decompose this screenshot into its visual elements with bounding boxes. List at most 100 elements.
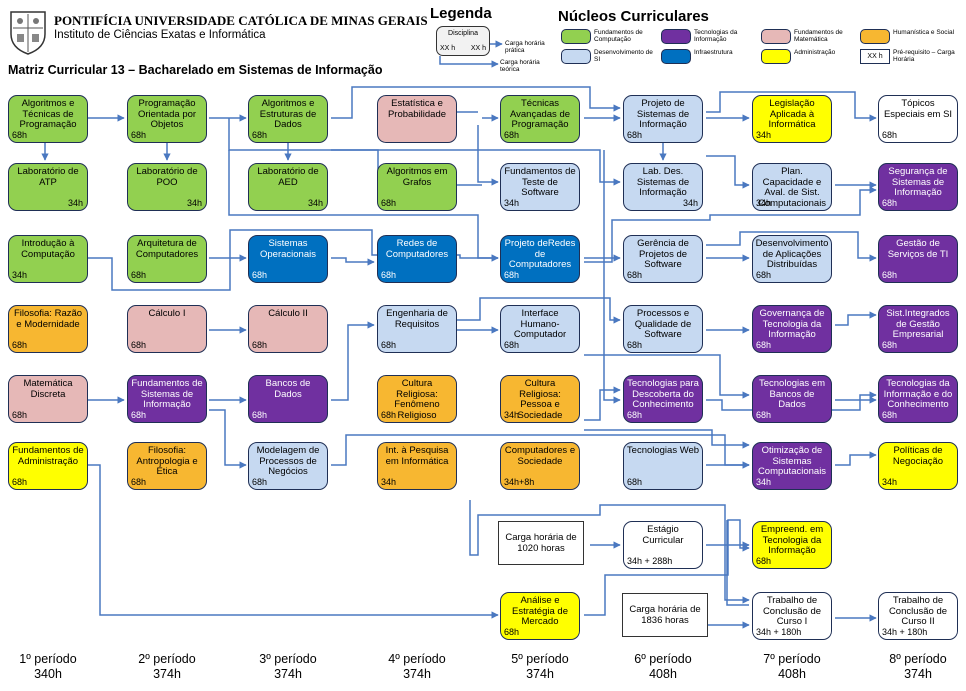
course-title: Redes de Computadores — [385, 238, 449, 260]
course-hours: 68h — [756, 269, 772, 280]
course-hours: 68h — [756, 555, 772, 566]
note-1836-hours: Carga horária de 1836 horas — [622, 593, 708, 637]
course-title: Governança de Tecnologia da Informação — [759, 308, 825, 340]
course-hours: 68h — [756, 409, 772, 420]
course-title: Fundamentos de Teste de Software — [504, 166, 576, 198]
core-label: Infraestrutura — [694, 49, 733, 56]
course-hours: 68h — [504, 269, 520, 280]
core-color-swatch — [860, 29, 890, 44]
course-title: Bancos de Dados — [265, 378, 311, 400]
course-title: Tecnologias Web — [626, 445, 700, 456]
course-hours: 68h — [627, 409, 643, 420]
period-hours: 374h — [526, 667, 554, 681]
core-legend-item: Fundamentos de Matemática — [761, 29, 857, 44]
course-title: Plan. Capacidade e Aval. de Sist. Comput… — [757, 166, 827, 209]
course-hours: 68h — [756, 339, 772, 350]
course-title: Filosofia: Razão e Modernidade — [13, 308, 83, 330]
course-hours: 34h+8h — [504, 476, 535, 487]
course-redes-de-computadores: Redes de Computadores 68h — [377, 235, 457, 283]
course-bancos-de-dados: Bancos de Dados 68h — [248, 375, 328, 423]
core-color-swatch: XX h — [860, 49, 890, 64]
course-title: Otimização de Sistemas Computacionais — [757, 445, 827, 477]
course-title: Estágio Curricular — [642, 524, 684, 546]
period-label: 8º período — [889, 652, 947, 666]
period-label: 5º período — [511, 652, 569, 666]
course-hours: 34h — [12, 269, 28, 280]
course-title: Filosofia: Antropologia e Ética — [136, 445, 198, 477]
course-hours: 68h — [381, 197, 397, 208]
course-hours: 34h — [381, 476, 397, 487]
course-hours: 68h — [627, 339, 643, 350]
course-matematica-discreta: Matemática Discreta 68h — [8, 375, 88, 423]
core-label: Humanística e Social — [893, 29, 955, 36]
period-hours: 340h — [34, 667, 62, 681]
course-title: Matemática Discreta — [23, 378, 73, 400]
core-legend-item: Fundamentos de Computação — [561, 29, 657, 44]
course-hours: 34h + 180h — [882, 626, 928, 637]
course-tecnologias-da-informacao-e-do-conhecimento: Tecnologias da Informação e do Conhecime… — [878, 375, 958, 423]
legend-theoretical-label: Carga horária teórica — [500, 59, 540, 73]
university-seal — [7, 8, 49, 56]
core-color-swatch — [761, 49, 791, 64]
course-hours: 34h — [186, 197, 202, 208]
course-hours: 68h — [252, 409, 268, 420]
course-plan-capacidade-e-aval-de-sist-computacionais: Plan. Capacidade e Aval. de Sist. Comput… — [752, 163, 832, 211]
course-title: Segurança de Sistemas de Informação — [888, 166, 948, 198]
course-title: Desenvolvimento de Aplicações Distribuíd… — [755, 238, 829, 270]
course-title: Estatística e Probabilidade — [387, 98, 447, 120]
course-hours: 68h — [504, 626, 520, 637]
course-title: Computadores e Sociedade — [504, 445, 576, 467]
legend-example-hours-right: XX h — [470, 45, 486, 52]
course-hours: 68h — [12, 409, 28, 420]
course-title: Cultura Religiosa: Pessoa e Sociedade — [517, 378, 563, 421]
course-hours: 68h — [252, 269, 268, 280]
course-title: Processos e Qualidade de Software — [634, 308, 692, 340]
course-title: Gestão de Serviços de TI — [887, 238, 949, 260]
course-hours: 68h — [882, 197, 898, 208]
course-hours: 68h — [12, 476, 28, 487]
course-hours: 68h — [627, 269, 643, 280]
course-hours: 34h — [67, 197, 83, 208]
course-hours: 34h — [682, 197, 698, 208]
course-algoritmos-em-grafos: Algoritmos em Grafos 68h — [377, 163, 457, 211]
course-hours: 68h — [131, 269, 147, 280]
course-title: Técnicas Avançadas de Programação — [509, 98, 571, 130]
course-title: Cálculo II — [268, 308, 308, 319]
course-hours: 68h — [381, 269, 397, 280]
course-title: Engenharia de Requisitos — [386, 308, 448, 330]
course-hours: 68h — [252, 129, 268, 140]
course-hours: 68h — [882, 129, 898, 140]
course-title: Projeto de Sistemas de Informação — [636, 98, 690, 130]
course-title: Laboratório de AED — [257, 166, 319, 188]
course-title: Tecnologias da Informação e do Conhecime… — [883, 378, 953, 410]
course-title: Algoritmos e Estruturas de Dados — [259, 98, 317, 130]
course-title: Laboratório de ATP — [17, 166, 79, 188]
core-label: Fundamentos de Matemática — [794, 29, 843, 43]
core-color-swatch — [661, 29, 691, 44]
course-title: Algoritmos em Grafos — [386, 166, 448, 188]
course-title: Tecnologias para Descoberta do Conhecime… — [627, 378, 699, 410]
legend-example-label: Disciplina — [448, 30, 478, 37]
course-computadores-e-sociedade: Computadores e Sociedade 34h+8h — [500, 442, 580, 490]
course-title: Tecnologias em Bancos de Dados — [758, 378, 825, 410]
course-desenvolvimento-de-aplicacoes-distribuidas: Desenvolvimento de Aplicações Distribuíd… — [752, 235, 832, 283]
